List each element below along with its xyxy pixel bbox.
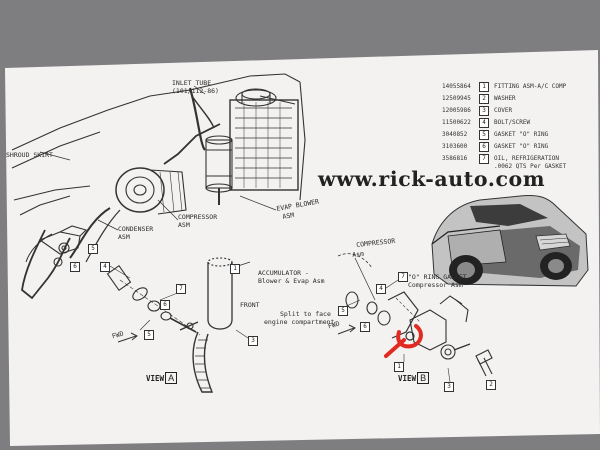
label-compressor-right-2: Asm <box>351 249 365 259</box>
part-desc: GASKET "O" RING <box>494 131 549 138</box>
label-inlet-tube: INLET TUBE <box>172 79 212 87</box>
callout-view-b: 4 <box>376 284 386 294</box>
label-condenser: CONDENSER <box>118 225 154 233</box>
callout-view-b: 5 <box>338 306 348 316</box>
part-desc: WASHER <box>494 95 516 102</box>
part-desc: BOLT/SCREW <box>494 119 531 126</box>
label-accumulator: ACCUMULATOR - <box>258 269 309 277</box>
view-b-detail <box>337 253 493 383</box>
part-number: 3586816 <box>442 155 468 162</box>
callout-view-a: 7 <box>176 284 186 294</box>
callout-view-a: 1 <box>230 264 240 274</box>
label-shroud-skirt: SHROUD SKIRT <box>6 151 53 159</box>
part-number: 12005986 <box>442 107 471 114</box>
label-condenser-2: ASM <box>118 233 130 241</box>
part-number: 3103600 <box>442 143 468 150</box>
label-compressor-asm: COMPRESSOR <box>178 213 218 221</box>
view-word: VIEW <box>146 374 165 383</box>
parts-note: .0062 QTS Per GASKET <box>494 163 567 170</box>
part-number: 14055864 <box>442 83 471 90</box>
label-evap-blower-2: ASM <box>281 210 295 221</box>
label-inlet-tube-code: (101/112-86) <box>172 87 219 95</box>
part-desc: FITTING ASM-A/C COMP <box>494 83 567 90</box>
view-letter-b: B <box>417 372 430 384</box>
corvette-image <box>431 195 589 287</box>
callout-view-b: 2 <box>486 380 496 390</box>
key-box: 4 <box>479 118 489 128</box>
main-diagram <box>11 73 306 300</box>
callout-view-a: 3 <box>248 336 258 346</box>
label-oring-gasket-2: Compressor Asm <box>408 281 463 289</box>
part-number: 11500622 <box>442 119 471 126</box>
callout-view-b: 1 <box>394 362 404 372</box>
part-number: 12509945 <box>442 95 471 102</box>
paper-sheet <box>5 50 600 446</box>
view-letter-a: A <box>165 372 178 384</box>
callout-main: 6 <box>70 262 80 272</box>
callout-view-b: 7 <box>398 272 408 282</box>
website-watermark: www.rick-auto.com <box>318 167 546 191</box>
part-desc: GASKET "O" RING <box>494 143 549 150</box>
callout-main: 5 <box>88 244 98 254</box>
label-split-note-2: engine compartment <box>264 318 335 326</box>
key-box: 6 <box>479 142 489 152</box>
key-box: 7 <box>479 154 489 164</box>
part-number: 3040852 <box>442 131 468 138</box>
part-desc: COVER <box>494 107 513 114</box>
label-oring-gasket: "O" RING GASKET <box>408 273 467 281</box>
label-split-note: Split to face <box>280 310 331 318</box>
highlight-oring <box>396 324 423 349</box>
label-front: FRONT <box>240 301 260 309</box>
label-compressor-asm-2: ASM <box>178 221 190 229</box>
callout-view-a: 5 <box>144 330 154 340</box>
callout-view-a: 4 <box>100 262 110 272</box>
key-box: 5 <box>479 130 489 140</box>
view-a-detail <box>106 257 251 393</box>
label-accumulator-2: Blower & Evap Asm <box>258 277 325 285</box>
key-box: 3 <box>479 106 489 116</box>
key-box: 2 <box>479 94 489 104</box>
view-word: VIEW <box>398 374 417 383</box>
callout-view-b: 6 <box>360 322 370 332</box>
callout-view-a: 6 <box>160 300 170 310</box>
key-box: 1 <box>479 82 489 92</box>
part-desc: OIL, REFRIGERATION <box>494 155 560 162</box>
callout-view-b: 3 <box>444 382 454 392</box>
